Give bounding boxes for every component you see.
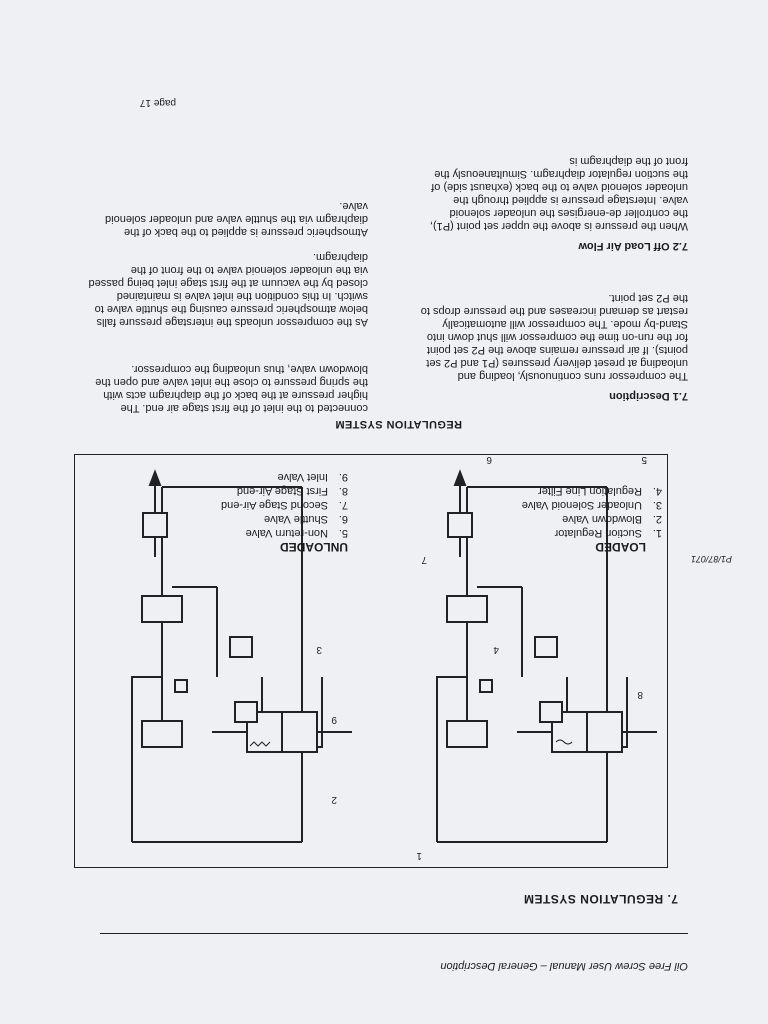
section-heading: 7. REGULATION SYSTEM xyxy=(523,892,678,906)
legend-column-2: 5.Non-return Valve 6.Shuttle Valve 7.Sec… xyxy=(221,470,348,540)
caption-unloaded: UNLOADED xyxy=(280,540,348,554)
callout-7-left: 7 xyxy=(421,554,427,565)
subheading-7-2: 7.2 Off Load Air Flow xyxy=(578,240,688,252)
legend-item-9: 9.Inlet Valve xyxy=(277,471,348,483)
callout-6-left: 6 xyxy=(486,455,492,465)
callout-4-left: 4 xyxy=(493,644,499,655)
unloaded-schematic xyxy=(436,469,657,843)
legend-item-5: 5.Non-return Valve xyxy=(245,527,348,539)
callout-9-left: 9 xyxy=(331,714,337,725)
callout-2-left: 2 xyxy=(331,794,337,805)
subheading-7-1: 7.1 Description xyxy=(609,390,688,402)
callout-8-left: 8 xyxy=(637,689,643,700)
regulation-diagram: 1 2 3 4 5 6 7 8 9 xyxy=(74,454,668,868)
legend-item-3: 3.Unloader Solenoid Valve xyxy=(521,499,662,511)
offload-para-1: When the pressure is above the upper set… xyxy=(429,155,688,232)
description-para-4: Atmospheric pressure is applied to the b… xyxy=(105,200,368,238)
legend-column-1: 1.Suction Regulator 2.Blowdown Valve 3.U… xyxy=(522,484,662,540)
legend-item-7: 7.Second Stage Air-end xyxy=(220,499,348,511)
page-number: page 17 xyxy=(139,97,176,108)
description-para-1: The compressor runs continuously, loadin… xyxy=(420,292,688,382)
legend-item-2: 2.Blowdown Valve xyxy=(562,513,662,525)
regulation-system-title: REGULATION SYSTEM xyxy=(335,418,462,430)
callout-5-left: 5 xyxy=(641,455,647,465)
header-divider xyxy=(100,933,688,934)
description-para-3: As the compressor unloads the interstage… xyxy=(88,251,368,328)
regulation-schematic: 1 2 3 4 5 6 7 8 9 xyxy=(131,454,657,861)
legend-item-8: 8.First Stage Air-end xyxy=(236,485,348,497)
caption-loaded: LOADED xyxy=(595,540,646,554)
figure-reference-code: P1/87/071 xyxy=(690,554,732,564)
running-header: Oil Free Screw User Manual – General Des… xyxy=(440,960,688,972)
callout-3-left: 3 xyxy=(316,644,322,655)
legend-item-4: 4.Regulation Line Filter xyxy=(538,485,662,497)
loaded-schematic xyxy=(131,469,352,843)
callout-1-left: 1 xyxy=(416,850,422,861)
legend-item-1: 1.Suction Regulator xyxy=(554,527,662,539)
legend-item-6: 6.Shuttle Valve xyxy=(263,513,348,525)
description-para-2: connected to the inlet of the first stag… xyxy=(95,363,368,414)
